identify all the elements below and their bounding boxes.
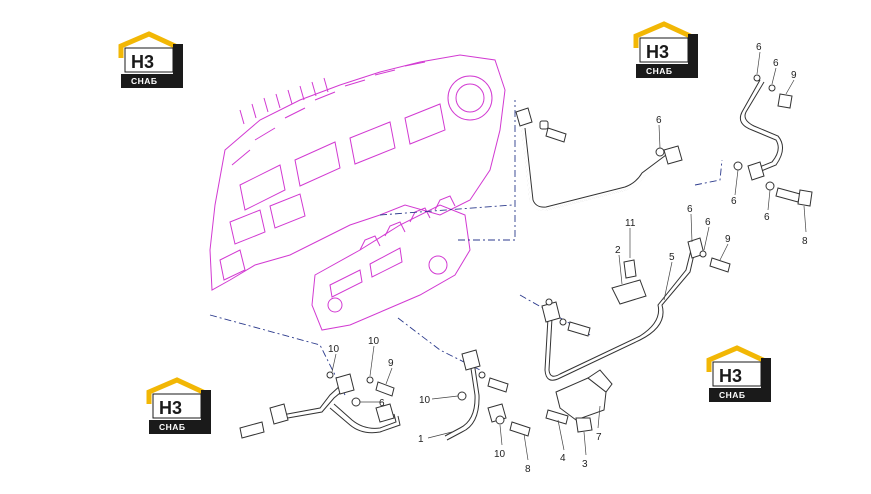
watermark-logo: Н3 СНАБ [706, 345, 771, 402]
callout-number: 6 [687, 204, 693, 215]
watermark-logo: Н3 СНАБ [146, 377, 211, 434]
callout-number: 10 [328, 344, 340, 355]
logo-mark: Н3 [719, 366, 742, 386]
callout-number: 7 [596, 432, 602, 443]
callout-number: 6 [379, 398, 385, 409]
callouts: 6 6 9 6 6 6 8 11 2 5 6 6 9 10 10 9 6 10 … [328, 42, 808, 475]
logo-subtitle: СНАБ [646, 66, 673, 76]
callout-number: 6 [773, 58, 779, 69]
callout-number: 9 [725, 234, 731, 245]
fuel-pipe-upper [515, 107, 683, 211]
callout-number: 8 [802, 236, 808, 247]
callout-number: 6 [764, 212, 770, 223]
callout-number: 8 [525, 464, 531, 475]
callout-number: 6 [705, 217, 711, 228]
callout-number: 10 [368, 336, 380, 347]
callout-number: 9 [791, 70, 797, 81]
callout-number: 6 [756, 42, 762, 53]
callout-number: 4 [560, 453, 566, 464]
callout-number: 2 [615, 245, 621, 256]
callout-number: 10 [419, 395, 431, 406]
fuel-pipe-middle [541, 237, 731, 381]
logo-mark: Н3 [646, 42, 669, 62]
logo-subtitle: СНАБ [131, 76, 158, 86]
watermark-logo: Н3 СНАБ [118, 31, 183, 88]
leader-lines [331, 51, 807, 461]
logo-mark: Н3 [159, 398, 182, 418]
injection-pump [311, 195, 471, 331]
callout-number: 10 [494, 449, 506, 460]
callout-number: 6 [731, 196, 737, 207]
fuel-pipe-right [733, 74, 813, 207]
bracket-assembly [545, 259, 647, 433]
callout-number: 3 [582, 459, 588, 470]
guide-lines [209, 100, 723, 396]
callout-number: 9 [388, 358, 394, 369]
watermark-logo: Н3 СНАБ [633, 21, 698, 78]
callout-number: 1 [418, 434, 424, 445]
callout-number: 6 [656, 115, 662, 126]
logo-subtitle: СНАБ [159, 422, 186, 432]
callout-number: 11 [625, 218, 636, 229]
fuel-pipe-lower-center [444, 349, 531, 441]
engine-block [209, 54, 506, 291]
fuel-pipe-lower-left [239, 371, 401, 439]
logo-mark: Н3 [131, 52, 154, 72]
callout-number: 5 [669, 252, 675, 263]
logo-subtitle: СНАБ [719, 390, 746, 400]
